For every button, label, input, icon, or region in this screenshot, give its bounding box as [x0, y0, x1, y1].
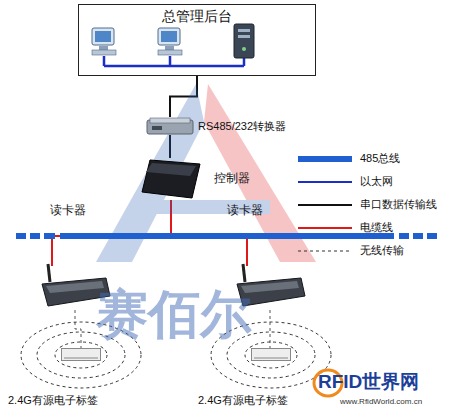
- legend-text: 串口数据传输线: [360, 197, 437, 212]
- rs485-bus: [16, 233, 437, 239]
- device-label: 控制器: [214, 172, 250, 186]
- device-label: 2.4G有源电子标签: [198, 394, 288, 407]
- active-tag: 2.4G有源电子标签: [251, 348, 291, 361]
- server-icon: [234, 24, 254, 58]
- management-panel: 总管理后台: [78, 4, 316, 76]
- legend: 485总线以太网串口数据传输线电缆线无线传输: [298, 147, 437, 262]
- logo-text: RFID世界网: [318, 372, 419, 393]
- legend-sample: [298, 199, 352, 211]
- computer-icon: [158, 28, 182, 55]
- legend-text: 电缆线: [360, 220, 393, 235]
- ethernet-lan: [104, 56, 244, 66]
- legend-sample: [298, 245, 352, 257]
- active-tag: 2.4G有源电子标签: [61, 348, 101, 361]
- panel-title: 总管理后台: [79, 5, 315, 24]
- legend-row: 无线传输: [298, 239, 437, 262]
- watermark-text: 赛佰尔: [96, 286, 252, 343]
- logo-url: www.RfidWorld.com.cn: [340, 398, 422, 407]
- legend-text: 485总线: [360, 151, 400, 166]
- converter-device: RS485/232转换器: [146, 117, 194, 135]
- controller-device-shape: [140, 158, 202, 200]
- device-label: 2.4G有源电子标签: [8, 394, 98, 407]
- converter-device-shape: [146, 117, 194, 135]
- legend-row: 以太网: [298, 170, 437, 193]
- device-label: 读卡器: [227, 204, 263, 218]
- legend-sample: [298, 176, 352, 188]
- legend-row: 串口数据传输线: [298, 193, 437, 216]
- controller-device: 控制器: [140, 158, 202, 200]
- legend-row: 485总线: [298, 147, 437, 170]
- active-tag-shape: [251, 348, 291, 361]
- legend-sample: [298, 222, 352, 234]
- legend-text: 无线传输: [360, 243, 404, 258]
- device-label: RS485/232转换器: [198, 120, 286, 133]
- computer-icon: [92, 28, 116, 55]
- legend-row: 电缆线: [298, 216, 437, 239]
- active-tag-shape: [61, 348, 101, 361]
- legend-sample: [298, 153, 352, 165]
- legend-text: 以太网: [360, 174, 393, 189]
- device-label: 读卡器: [50, 204, 86, 218]
